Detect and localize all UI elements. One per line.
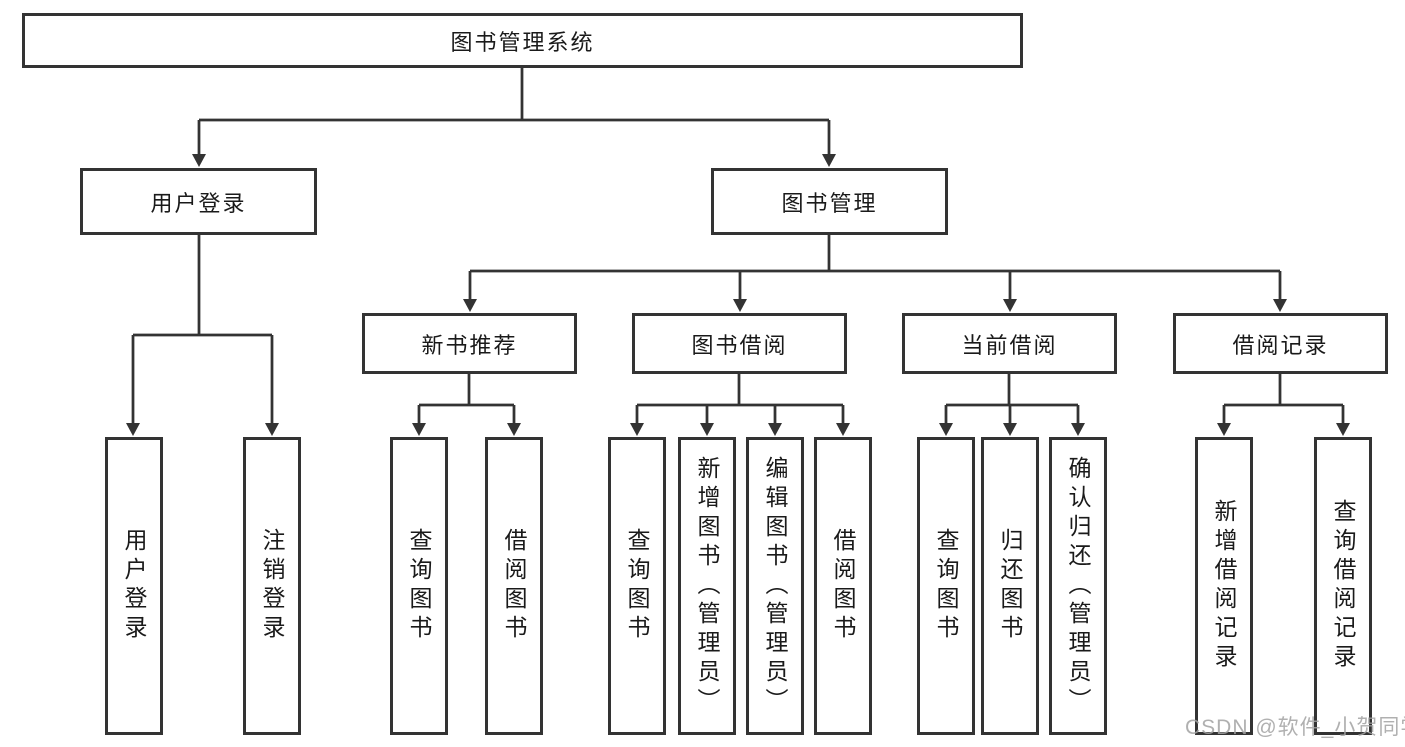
csdn-watermark: CSDN @软件_小贺同学 bbox=[1185, 716, 1405, 739]
node-system-root: 图书管理系统 bbox=[22, 13, 1023, 68]
leaf-records-add-record: 新增借阅记录 bbox=[1195, 437, 1253, 735]
node-book-management: 图书管理 bbox=[711, 168, 948, 235]
leaf-borrowing-borrow-books: 借阅图书 bbox=[814, 437, 872, 735]
node-borrowing-records: 借阅记录 bbox=[1173, 313, 1388, 374]
node-new-book-recommendation: 新书推荐 bbox=[362, 313, 577, 374]
leaf-borrowing-add-books-admin: 新增图书（管理员） bbox=[678, 437, 736, 735]
leaf-records-query-record: 查询借阅记录 bbox=[1314, 437, 1372, 735]
node-book-borrowing: 图书借阅 bbox=[632, 313, 847, 374]
leaf-current-confirm-return-admin: 确认归还（管理员） bbox=[1049, 437, 1107, 735]
leaf-borrowing-query-books: 查询图书 bbox=[608, 437, 666, 735]
leaf-newbook-query-books: 查询图书 bbox=[390, 437, 448, 735]
leaf-user-login: 用户登录 bbox=[105, 437, 163, 735]
node-current-borrowing: 当前借阅 bbox=[902, 313, 1117, 374]
leaf-newbook-borrow-books: 借阅图书 bbox=[485, 437, 543, 735]
node-user-login: 用户登录 bbox=[80, 168, 317, 235]
leaf-current-query-books: 查询图书 bbox=[917, 437, 975, 735]
leaf-borrowing-edit-books-admin: 编辑图书（管理员） bbox=[746, 437, 804, 735]
leaf-logout: 注销登录 bbox=[243, 437, 301, 735]
leaf-current-return-books: 归还图书 bbox=[981, 437, 1039, 735]
